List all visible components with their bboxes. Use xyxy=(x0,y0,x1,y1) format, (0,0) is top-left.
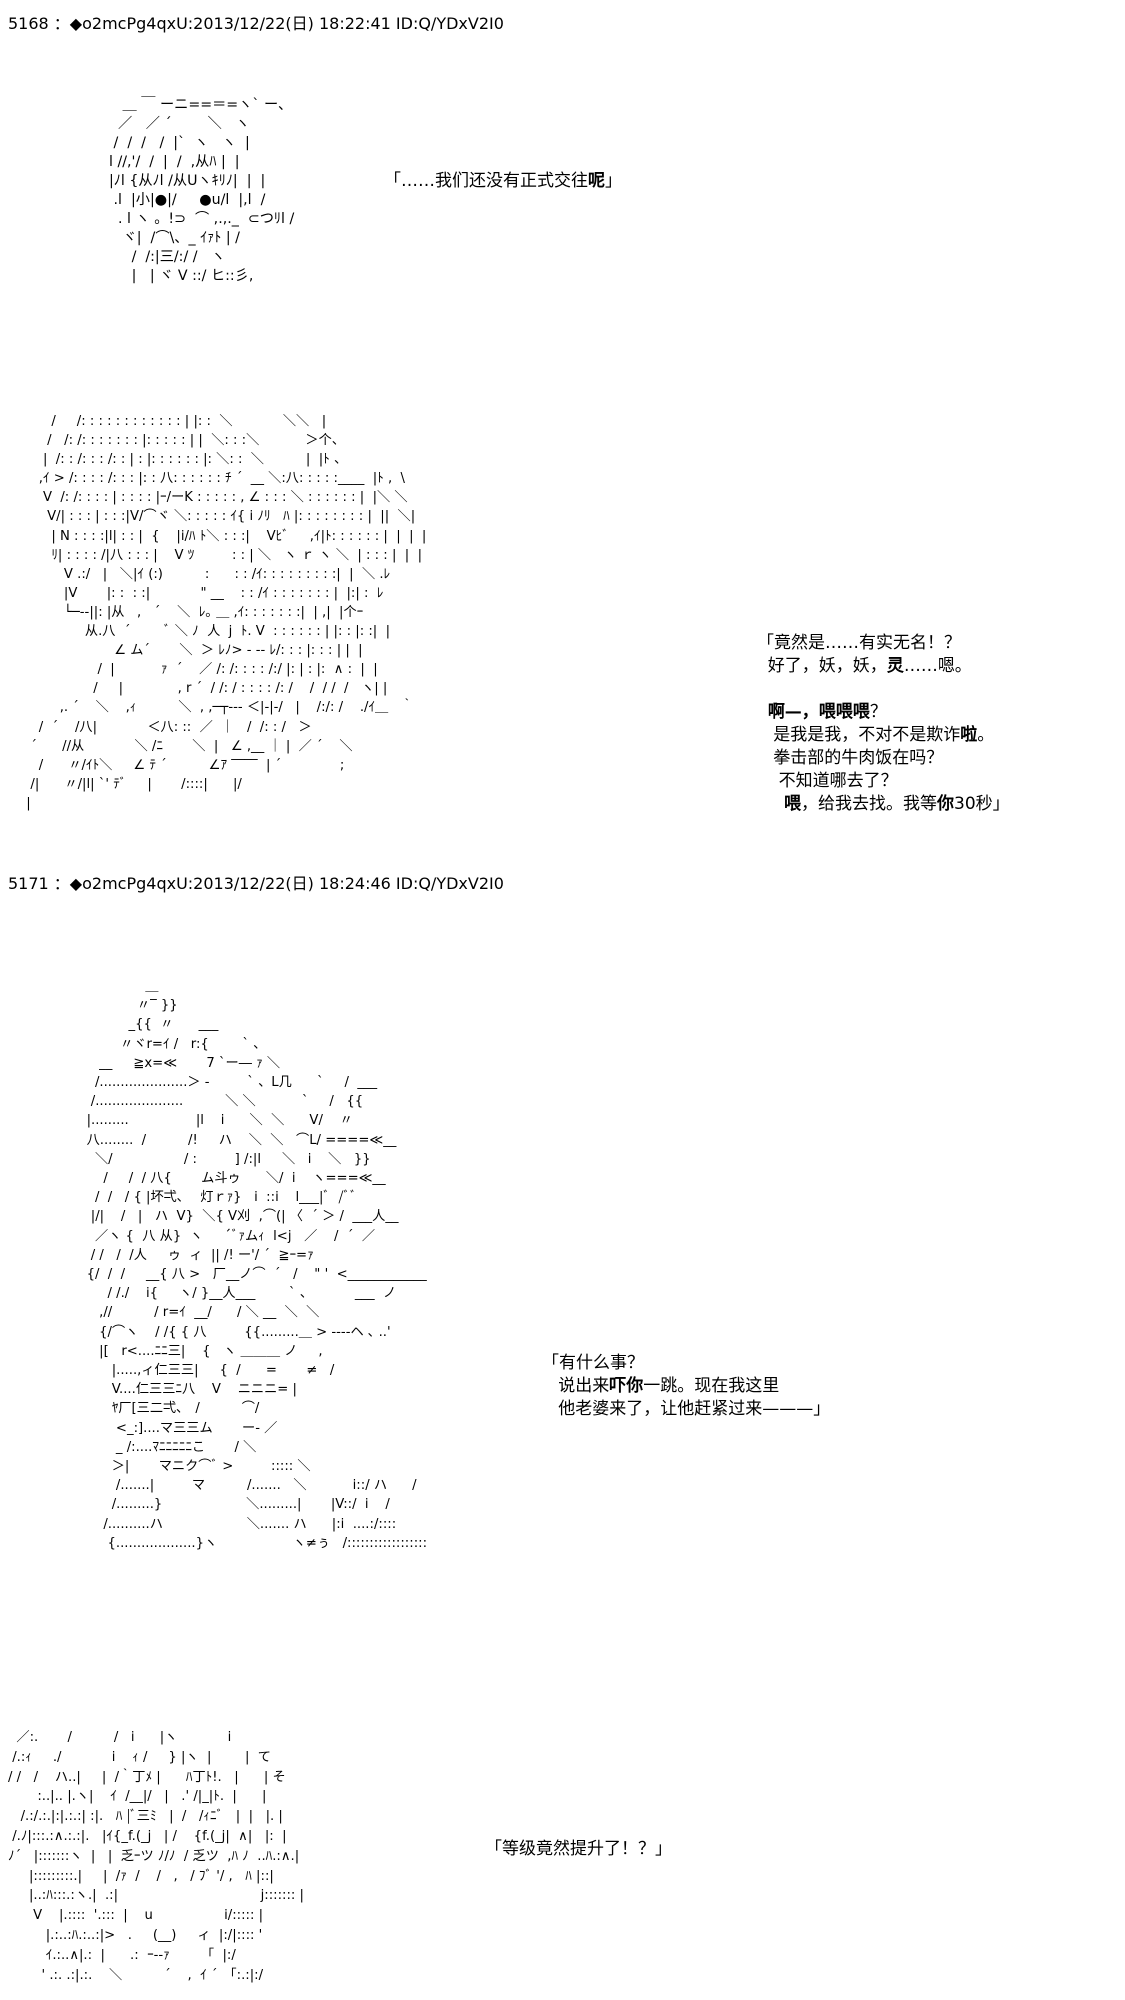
speech-text-bold: 灵 xyxy=(886,656,904,676)
speech-text: 他老婆来了，让他赶紧过来———」 xyxy=(542,1399,831,1419)
speech-text: ，给我去找。我等 xyxy=(801,794,938,814)
speech-text: 是我是我，不对不是欺诈 xyxy=(757,725,961,745)
speech-text-bold: 吓你 xyxy=(609,1376,644,1396)
speech-line: 他老婆来了，让他赶紧过来———」 xyxy=(542,1398,830,1421)
speech-line xyxy=(757,678,1010,701)
speech-line: 「竟然是……有实无名！？ xyxy=(757,632,1010,655)
speech-text-bold: 你 xyxy=(937,794,955,814)
speech-bubble-2: 「竟然是……有实无名！？ 好了，妖，妖，灵……嗯。 啊—，喂喂喂？ 是我是我，不… xyxy=(757,632,1010,816)
speech-line: 「等级竟然提升了！？」 xyxy=(485,1838,672,1861)
speech-text-bold: 啊—，喂喂喂 xyxy=(767,702,870,722)
ascii-art-4: ／:. / / i |ヽ i /.:ｨ ./ i ｨ / } |ヽ | | て … xyxy=(8,1730,304,1983)
speech-line: 「……我们还没有正式交往呢」 xyxy=(384,170,622,193)
speech-bubble-4: 「等级竟然提升了！？」 xyxy=(485,1838,672,1861)
speech-bubble-3: 「有什么事？ 说出来吓你一跳。现在我这里 他老婆来了，让他赶紧过来———」 xyxy=(542,1352,830,1421)
speech-text: 不知道哪去了？ xyxy=(757,771,898,791)
speech-text: ……嗯。 xyxy=(903,656,972,676)
speech-line: 啊—，喂喂喂？ xyxy=(757,701,1010,724)
post-header-5168: 5168 ：◆o2mcPg4qxU:2013/12/22(日) 18:22:41… xyxy=(8,14,504,33)
ascii-art-2: / /: : : : : : : : : : : : | |: : ＼ ＼＼ |… xyxy=(26,414,427,811)
speech-line: 「有什么事？ xyxy=(542,1352,830,1375)
speech-line: 是我是我，不对不是欺诈啦。 xyxy=(757,724,1010,747)
speech-text-bold: 啦 xyxy=(960,725,978,745)
speech-text: 「……我们还没有正式交往 xyxy=(384,171,588,191)
speech-text: 。 xyxy=(977,725,995,745)
ascii-art-1: ＿ ￣ ーニ==＝=ヽ` ー、 ／ ／ ´ ＼ ヽ / / / / |` ヽ ヽ… xyxy=(109,97,295,284)
speech-text: 一跳。现在我这里 xyxy=(643,1376,780,1396)
speech-text: 拳击部的牛肉饭在吗？ xyxy=(757,748,944,768)
speech-line: 不知道哪去了？ xyxy=(757,770,1010,793)
speech-text xyxy=(757,794,784,814)
speech-text-bold: 喂 xyxy=(784,794,802,814)
speech-line: 好了，妖，妖，灵……嗯。 xyxy=(757,655,1010,678)
speech-text: 「等级竟然提升了！？」 xyxy=(485,1839,672,1859)
speech-bubble-1: 「……我们还没有正式交往呢」 xyxy=(384,170,622,193)
speech-text: 「有什么事？ xyxy=(542,1353,644,1373)
speech-text: 好了，妖，妖， xyxy=(757,656,887,676)
speech-text: ？ xyxy=(869,702,887,722)
speech-text: 「竟然是……有实无名！？ xyxy=(757,633,961,653)
ascii-art-3: ＿ 〃‾ }} _{{ 〃 ___ 〃ヾr=ｲ / r:{ ` 、 __ ≧x=… xyxy=(86,979,428,1551)
speech-text: 」 xyxy=(605,171,622,191)
speech-text-bold: 呢 xyxy=(588,171,605,191)
speech-text: 说出来 xyxy=(542,1376,610,1396)
speech-line: 喂，给我去找。我等你30秒」 xyxy=(757,793,1010,816)
speech-line: 说出来吓你一跳。现在我这里 xyxy=(542,1375,830,1398)
speech-text xyxy=(757,702,768,722)
speech-line: 拳击部的牛肉饭在吗？ xyxy=(757,747,1010,770)
speech-text: 30秒」 xyxy=(954,794,1010,814)
post-header-5171: 5171 ：◆o2mcPg4qxU:2013/12/22(日) 18:24:46… xyxy=(8,874,504,893)
